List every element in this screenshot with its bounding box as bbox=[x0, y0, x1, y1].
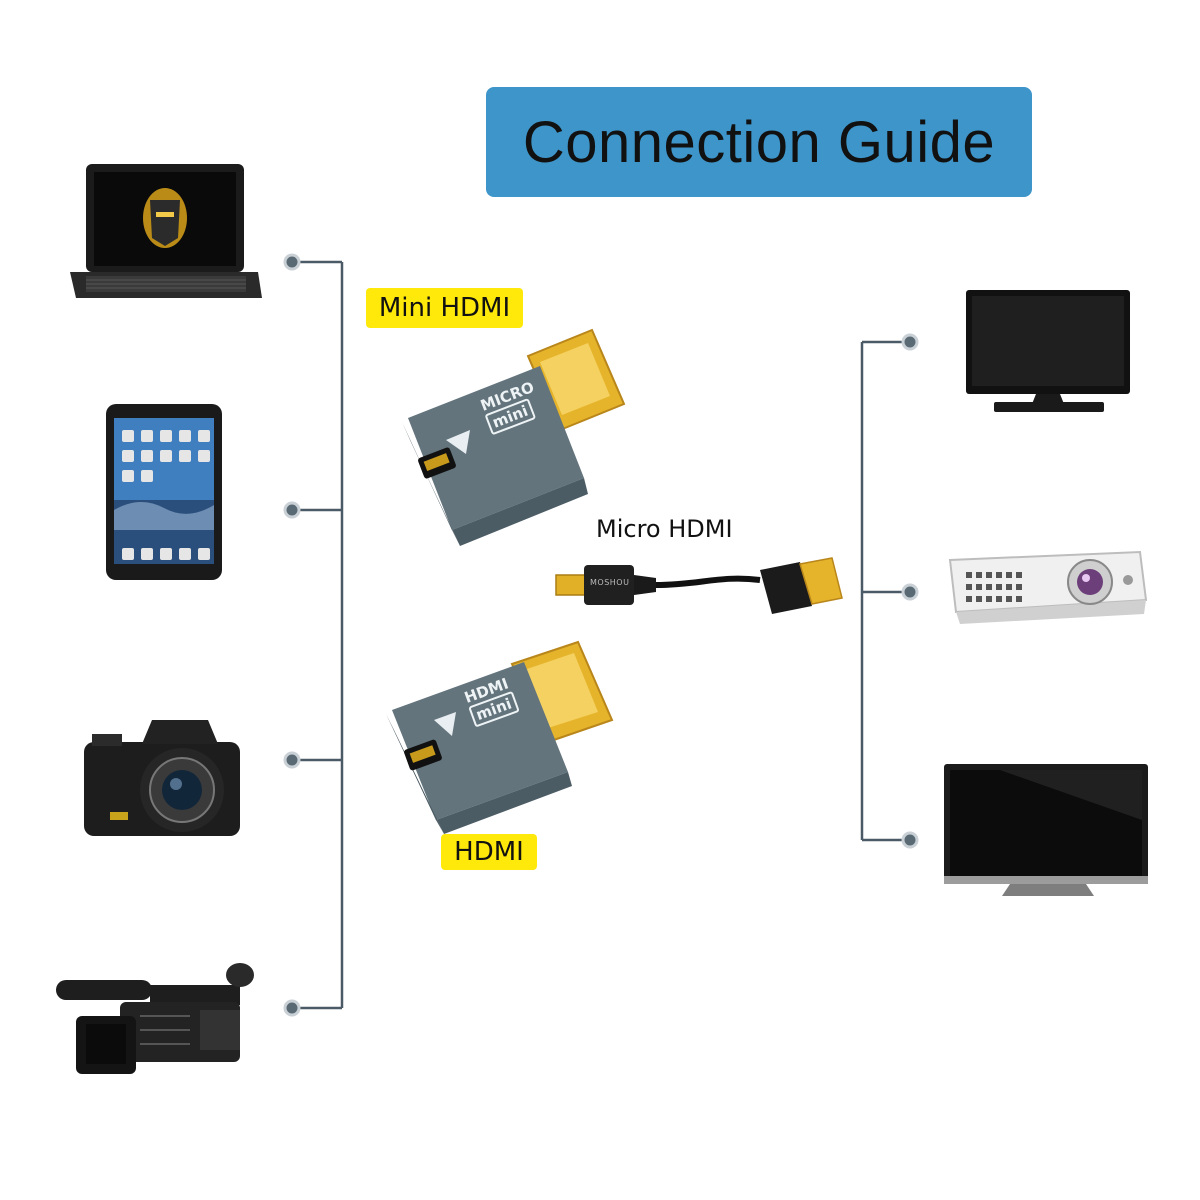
hdmi-tag: HDMI bbox=[441, 834, 537, 870]
tv-icon bbox=[944, 764, 1148, 896]
monitor-icon bbox=[966, 290, 1130, 412]
micro-hdmi-label: Micro HDMI bbox=[596, 515, 733, 543]
hdmi-adapter bbox=[386, 640, 614, 834]
tablet-icon bbox=[106, 404, 222, 580]
mini-hdmi-adapter bbox=[402, 328, 626, 546]
camera-icon bbox=[84, 720, 240, 836]
mini-hdmi-tag: Mini HDMI bbox=[366, 288, 523, 328]
projector-icon bbox=[948, 550, 1148, 624]
laptop-icon bbox=[70, 164, 262, 298]
camcorder-icon bbox=[56, 963, 254, 1074]
micro-hdmi-cable bbox=[555, 557, 843, 614]
title-banner: Connection Guide bbox=[486, 87, 1032, 197]
page-title: Connection Guide bbox=[522, 109, 996, 175]
cable-brand-text: MOSHOU bbox=[590, 578, 630, 587]
